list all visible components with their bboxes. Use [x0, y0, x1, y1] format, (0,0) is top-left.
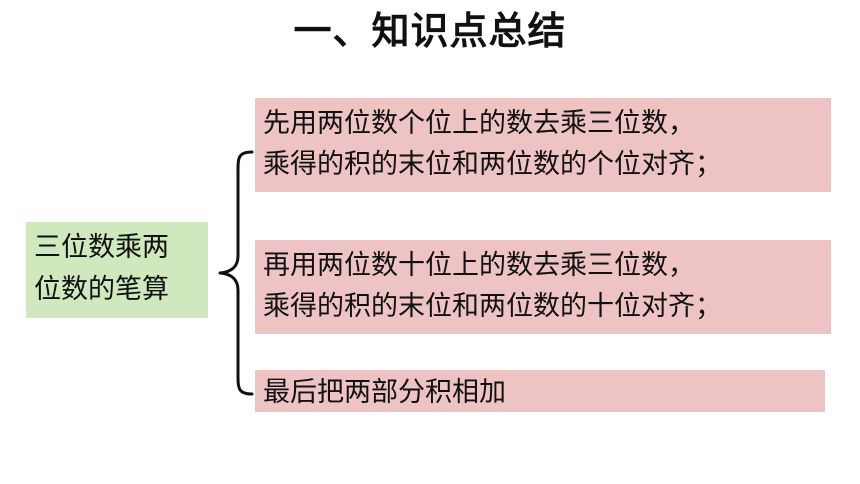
step-1-line-2: 乘得的积的末位和两位数的个位对齐；	[263, 149, 722, 180]
topic-line-2: 位数的笔算	[34, 274, 169, 305]
step-1-box: 先用两位数个位上的数去乘三位数， 乘得的积的末位和两位数的个位对齐；	[255, 98, 831, 192]
step-3-line-1: 最后把两部分积相加	[263, 377, 506, 408]
slide-title: 一、知识点总结	[293, 9, 567, 53]
topic-box: 三位数乘两 位数的笔算	[26, 222, 208, 318]
step-1-line-1: 先用两位数个位上的数去乘三位数，	[263, 108, 695, 139]
topic-line-1: 三位数乘两	[34, 232, 169, 263]
curly-brace-icon	[218, 150, 254, 396]
step-3-box: 最后把两部分积相加	[255, 370, 825, 412]
step-2-line-2: 乘得的积的末位和两位数的十位对齐；	[263, 291, 722, 322]
step-2-line-1: 再用两位数十位上的数去乘三位数，	[263, 250, 695, 281]
step-2-box: 再用两位数十位上的数去乘三位数， 乘得的积的末位和两位数的十位对齐；	[255, 240, 831, 334]
